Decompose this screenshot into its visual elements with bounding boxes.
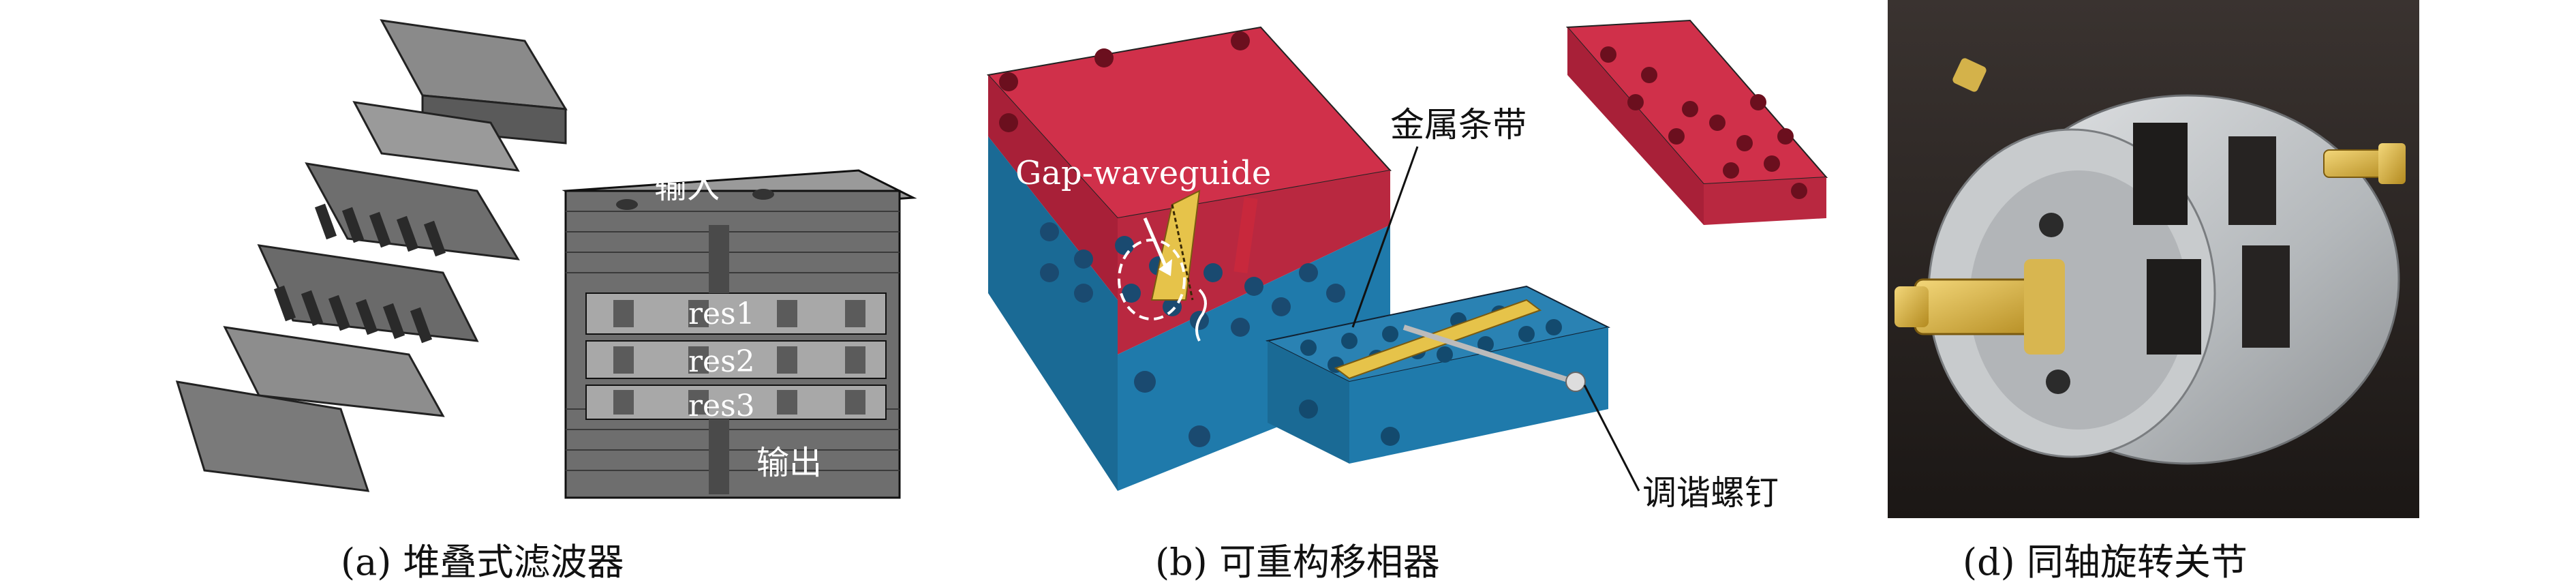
phase-shifter-figure: Gap-waveguide 金属条带 调谐螺钉 [987,19,1828,513]
sma-connector-front-icon [1895,259,2065,355]
label-res3: res3 [688,389,755,423]
exploded-phase-shifter [1265,19,1828,464]
assembled-phase-shifter [987,26,1392,491]
label-gap-waveguide: Gap-waveguide [1015,154,1271,192]
rotary-joint-body [1927,58,2400,465]
screw-leader [1583,385,1640,492]
caption-b: (b) 可重构移相器 [1155,541,1440,584]
label-metal-strip: 金属条带 [1390,105,1527,145]
panel-d [1888,0,2419,518]
strip-leader [1351,146,1419,328]
panel-a: 输入 res1 res2 res3 输出 [0,0,954,518]
label-output: 输出 [756,444,822,482]
assembled-filter-cutaway [562,169,917,499]
stacked-filter-figure: 输入 res1 res2 res3 输出 [175,19,917,499]
label-res2: res2 [688,344,755,379]
label-res1: res1 [688,297,755,331]
exploded-filter-cad [175,19,568,492]
label-tuning-screw: 调谐螺钉 [1642,473,1779,513]
caption-d: (d) 同轴旋转关节 [1963,541,2248,584]
rotary-joint-photo [1888,0,2419,518]
panel-b: Gap-waveguide 金属条带 调谐螺钉 [968,0,1867,518]
sma-connector-top-icon [2323,143,2406,184]
caption-a: (a) 堆叠式滤波器 [341,541,624,584]
label-input: 输入 [654,168,720,206]
